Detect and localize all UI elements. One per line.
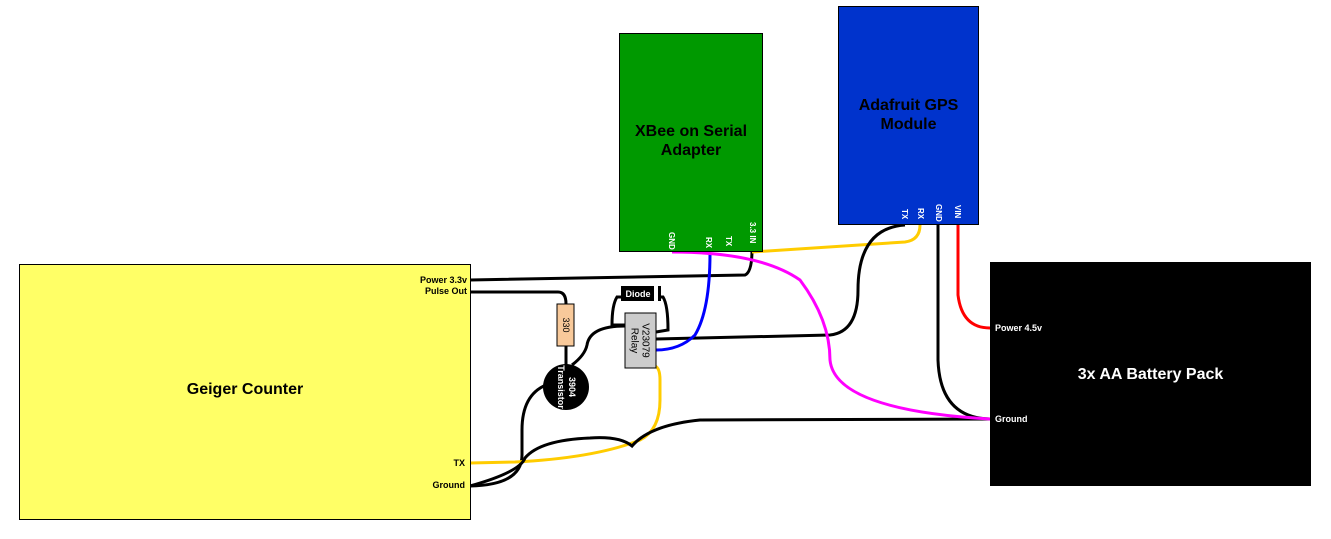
diode <box>621 286 661 301</box>
wire-transistor-relay <box>571 324 626 367</box>
wire-transistor-ground <box>469 383 547 488</box>
battery-title: 3x AA Battery Pack <box>1077 366 1224 383</box>
diode-band <box>654 286 658 301</box>
gps-module-block: Adafruit GPS Module <box>838 6 979 225</box>
wire-gps-rx <box>751 224 922 254</box>
wire-xbee-ground <box>671 250 991 421</box>
wire-relay-gps-tx <box>655 223 906 341</box>
transistor-label-line1: 3904 <box>567 377 577 397</box>
wire-gps-ground <box>936 225 991 421</box>
transistor-label-line2: Transistor <box>556 365 566 409</box>
wire-pulse-out <box>470 290 568 365</box>
battery-pin-ground: Ground <box>995 414 1028 424</box>
geiger-pin-tx: TX <box>453 458 465 468</box>
battery-pin-power: Power 4.5v <box>995 323 1043 333</box>
xbee-pin-3v3-in: 3.3 IN <box>748 222 757 244</box>
geiger-pin-power: Power 3.3v <box>419 275 467 285</box>
xbee-pin-rx: RX <box>704 237 713 249</box>
geiger-pin-ground: Ground <box>432 480 466 490</box>
relay-label-line2: Relay <box>629 328 640 354</box>
gps-pin-gnd: GND <box>934 204 943 222</box>
wire-diode-loop <box>610 295 670 334</box>
transistor <box>543 364 589 410</box>
resistor-label: 330 <box>561 317 571 332</box>
xbee-adapter-block: XBee on Serial Adapter <box>619 33 763 252</box>
gps-title: Adafruit GPS Module <box>858 97 959 134</box>
xbee-pin-tx: TX <box>724 236 733 247</box>
gps-pin-tx: TX <box>900 209 909 220</box>
relay-label-line1: V23079 <box>640 323 651 358</box>
geiger-counter-block: Geiger Counter <box>19 264 471 520</box>
wire-gps-vin <box>956 225 991 330</box>
relay <box>624 312 657 369</box>
wire-power-3v3 <box>469 249 754 282</box>
resistor <box>556 303 575 347</box>
geiger-counter-title: Geiger Counter <box>186 381 304 398</box>
battery-pack-block: 3x AA Battery Pack <box>990 262 1311 486</box>
wire-ground-main <box>469 417 991 488</box>
wire-xbee-rx <box>655 252 712 352</box>
gps-pin-rx: RX <box>916 208 925 220</box>
xbee-title: XBee on Serial Adapter <box>634 123 748 160</box>
geiger-pin-pulse: Pulse Out <box>424 286 467 296</box>
xbee-pin-gnd: GND <box>667 232 676 250</box>
diode-label: Diode <box>625 289 650 299</box>
gps-pin-vin: VIN <box>953 205 962 219</box>
